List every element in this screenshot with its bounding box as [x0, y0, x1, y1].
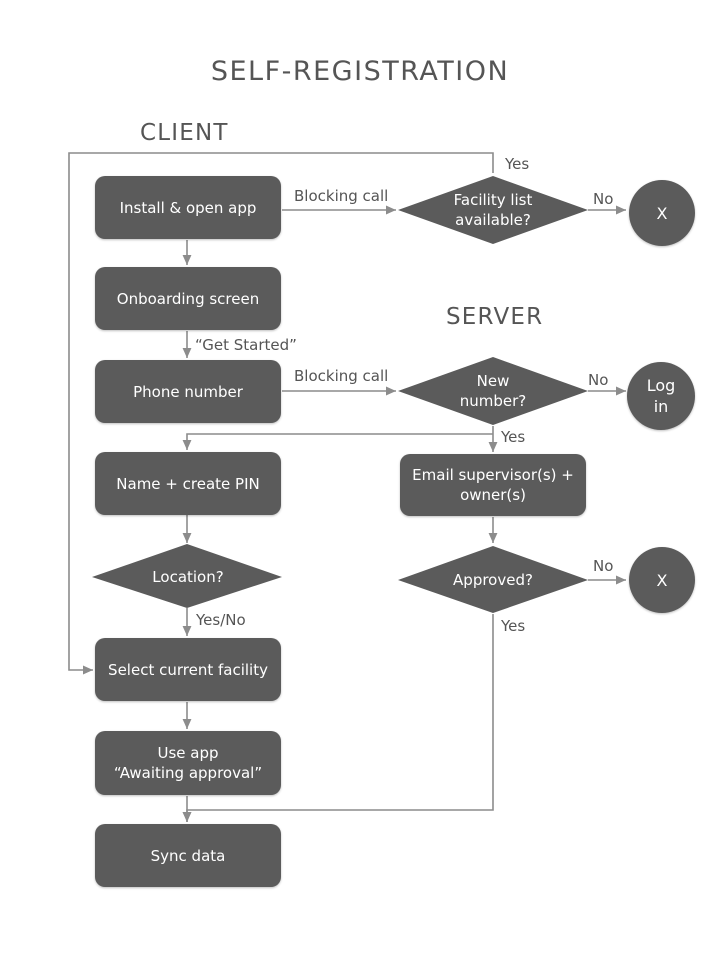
- decision-new-number-shape: [398, 357, 588, 425]
- label-yes-approved: Yes: [501, 617, 526, 635]
- terminal-log-in: Log in: [627, 362, 695, 430]
- label-blocking-call-2: Blocking call: [294, 367, 389, 385]
- label-yes-facility: Yes: [505, 155, 530, 173]
- decision-location-label: Location?: [152, 568, 224, 586]
- label-blocking-call-1: Blocking call: [294, 187, 389, 205]
- node-select-current-facility-label: Select current facility: [108, 660, 268, 679]
- node-email-supervisors-label: Email supervisor(s) + owner(s): [412, 466, 574, 504]
- label-no-new-number: No: [588, 371, 609, 389]
- node-use-app-label: Use app “Awaiting approval”: [113, 744, 263, 782]
- node-sync-data-label: Sync data: [150, 846, 226, 865]
- label-no-approved: No: [593, 557, 614, 575]
- decision-facility-list-shape: [398, 176, 588, 244]
- decision-facility-list-label: Facility list available?: [453, 191, 533, 229]
- node-onboarding-screen-label: Onboarding screen: [116, 289, 260, 308]
- edge-approved-yes-to-sync: [182, 614, 494, 822]
- decision-location-shape: [92, 544, 282, 608]
- server-lane-title: SERVER: [446, 304, 544, 330]
- node-select-current-facility: Select current facility: [95, 638, 281, 701]
- node-name-create-pin-label: Name + create PIN: [116, 474, 260, 493]
- node-use-app: Use app “Awaiting approval”: [95, 731, 281, 795]
- decision-new-number-label: New number?: [459, 372, 527, 410]
- node-phone-number: Phone number: [95, 360, 281, 423]
- edge-new-number-to-name-pin: [182, 433, 493, 450]
- node-sync-data: Sync data: [95, 824, 281, 887]
- label-yes-no-location: Yes/No: [196, 611, 246, 629]
- node-name-create-pin: Name + create PIN: [95, 452, 281, 515]
- label-get-started: “Get Started”: [195, 336, 297, 354]
- terminal-x-top: X: [629, 180, 695, 246]
- terminal-x-bottom: X: [629, 547, 695, 613]
- edge-facility-yes-to-select-facility: [68, 152, 494, 675]
- decision-approved-label: Approved?: [453, 571, 533, 589]
- decision-approved-shape: [398, 546, 588, 613]
- node-email-supervisors: Email supervisor(s) + owner(s): [400, 454, 586, 516]
- node-install-open-app: Install & open app: [95, 176, 281, 239]
- node-install-open-app-label: Install & open app: [119, 198, 257, 217]
- page-title: SELF-REGISTRATION: [210, 56, 510, 87]
- node-onboarding-screen: Onboarding screen: [95, 267, 281, 330]
- label-yes-new-number: Yes: [501, 428, 526, 446]
- client-lane-title: CLIENT: [140, 120, 229, 146]
- node-phone-number-label: Phone number: [133, 382, 243, 401]
- label-no-facility: No: [593, 190, 614, 208]
